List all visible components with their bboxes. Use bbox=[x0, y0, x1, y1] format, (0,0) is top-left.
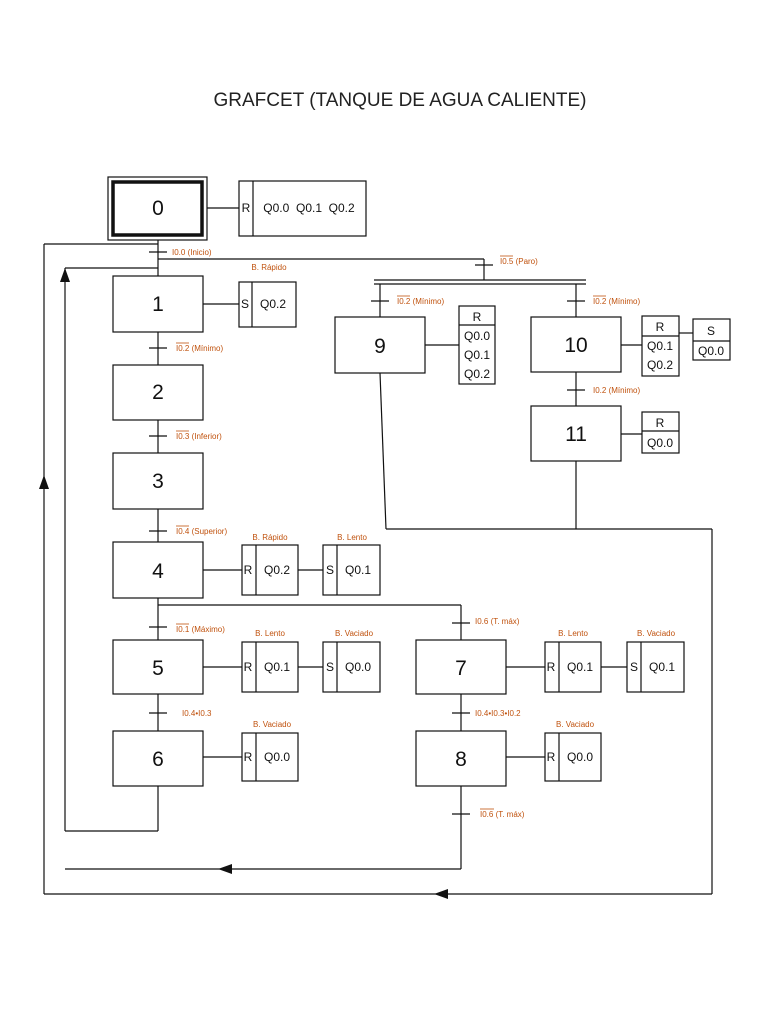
action-qualifier: R bbox=[547, 750, 556, 764]
actions: R Q0.0 Q0.1 Q0.2 B. Rápido S Q0.2 B. Ráp… bbox=[238, 180, 731, 782]
flow-arrows bbox=[39, 268, 448, 899]
action-qualifier: R bbox=[473, 310, 482, 324]
step-8: 8 bbox=[455, 748, 467, 771]
transition-label: I0.4•I0.3 bbox=[182, 709, 212, 718]
action-qualifier: R bbox=[244, 750, 253, 764]
transition-label: I0.2 (Mínimo) bbox=[176, 344, 223, 353]
transition-label: I0.2 (Mínimo) bbox=[397, 297, 444, 306]
action-note: B. Vaciado bbox=[335, 629, 374, 638]
transition-label: I0.6 (T. máx) bbox=[475, 617, 520, 626]
arrow-up-icon bbox=[60, 268, 70, 282]
step-3: 3 bbox=[152, 470, 164, 493]
step-4: 4 bbox=[152, 560, 164, 583]
action-qualifier: R bbox=[547, 660, 556, 674]
step-2: 2 bbox=[152, 381, 164, 404]
action-note: B. Lento bbox=[558, 629, 588, 638]
action-vars: Q0.2 bbox=[464, 367, 490, 381]
action-qualifier: R bbox=[656, 320, 665, 334]
transition-label: I0.3 (Inferior) bbox=[176, 432, 222, 441]
step-5: 5 bbox=[152, 657, 164, 680]
transition-label: I0.2 (Mínimo) bbox=[593, 386, 640, 395]
action-qualifier: R bbox=[242, 201, 251, 215]
transition-label: I0.2 (Mínimo) bbox=[593, 297, 640, 306]
action-note: B. Lento bbox=[255, 629, 285, 638]
action-qualifier: R bbox=[656, 416, 665, 430]
action-vars: Q0.0 bbox=[264, 750, 290, 764]
step-6: 6 bbox=[152, 748, 164, 771]
action-vars: Q0.0 Q0.1 Q0.2 bbox=[263, 201, 355, 215]
action-vars: Q0.0 bbox=[567, 750, 593, 764]
transition-labels: I0.0 (Inicio) I0.2 (Mínimo) I0.3 (Inferi… bbox=[172, 248, 640, 819]
action-qualifier: S bbox=[707, 324, 715, 338]
action-vars: Q0.0 bbox=[698, 344, 724, 358]
action-note: B. Rápido bbox=[251, 263, 287, 272]
action-qualifier: S bbox=[241, 297, 249, 311]
transition-label: I0.1 (Máximo) bbox=[176, 625, 225, 634]
action-vars: Q0.0 bbox=[464, 329, 490, 343]
transition-label: I0.4 (Superior) bbox=[176, 527, 227, 536]
action-qualifier: R bbox=[244, 660, 253, 674]
action-vars: Q0.0 bbox=[647, 436, 673, 450]
action-vars: Q0.1 bbox=[264, 660, 290, 674]
action-vars: Q0.2 bbox=[260, 297, 286, 311]
transition-label: I0.5 (Paro) bbox=[500, 257, 538, 266]
transition-label: I0.6 (T. máx) bbox=[480, 810, 525, 819]
step-7: 7 bbox=[455, 657, 467, 680]
step-9: 9 bbox=[374, 335, 386, 358]
action-qualifier: R bbox=[244, 563, 253, 577]
action-note: B. Rápido bbox=[252, 533, 288, 542]
transition-ticks bbox=[149, 251, 585, 815]
arrow-up-icon bbox=[39, 475, 49, 489]
action-vars: Q0.1 bbox=[464, 348, 490, 362]
action-vars: Q0.1 bbox=[649, 660, 675, 674]
action-qualifier: S bbox=[326, 660, 334, 674]
action-note: B. Vaciado bbox=[556, 720, 595, 729]
action-vars: Q0.1 bbox=[345, 563, 371, 577]
transition-label: I0.4•I0.3•I0.2 bbox=[475, 709, 521, 718]
step-10: 10 bbox=[564, 334, 587, 357]
action-vars: Q0.2 bbox=[647, 358, 673, 372]
transition-label: I0.0 (Inicio) bbox=[172, 248, 212, 257]
action-note: B. Lento bbox=[337, 533, 367, 542]
action-vars: Q0.2 bbox=[264, 563, 290, 577]
arrow-left-icon bbox=[218, 864, 232, 874]
step-1: 1 bbox=[152, 293, 164, 316]
action-qualifier: S bbox=[326, 563, 334, 577]
step-0: 0 bbox=[152, 197, 164, 220]
step-11: 11 bbox=[565, 423, 587, 446]
steps: 0 1 2 3 4 5 6 7 8 9 10 11 bbox=[107, 176, 622, 787]
action-qualifier: S bbox=[630, 660, 638, 674]
action-vars: Q0.1 bbox=[567, 660, 593, 674]
action-vars: Q0.1 bbox=[647, 339, 673, 353]
action-vars: Q0.0 bbox=[345, 660, 371, 674]
arrow-left-icon bbox=[434, 889, 448, 899]
action-note: B. Vaciado bbox=[253, 720, 292, 729]
diagram-title: GRAFCET (TANQUE DE AGUA CALIENTE) bbox=[213, 90, 586, 111]
action-note: B. Vaciado bbox=[637, 629, 676, 638]
